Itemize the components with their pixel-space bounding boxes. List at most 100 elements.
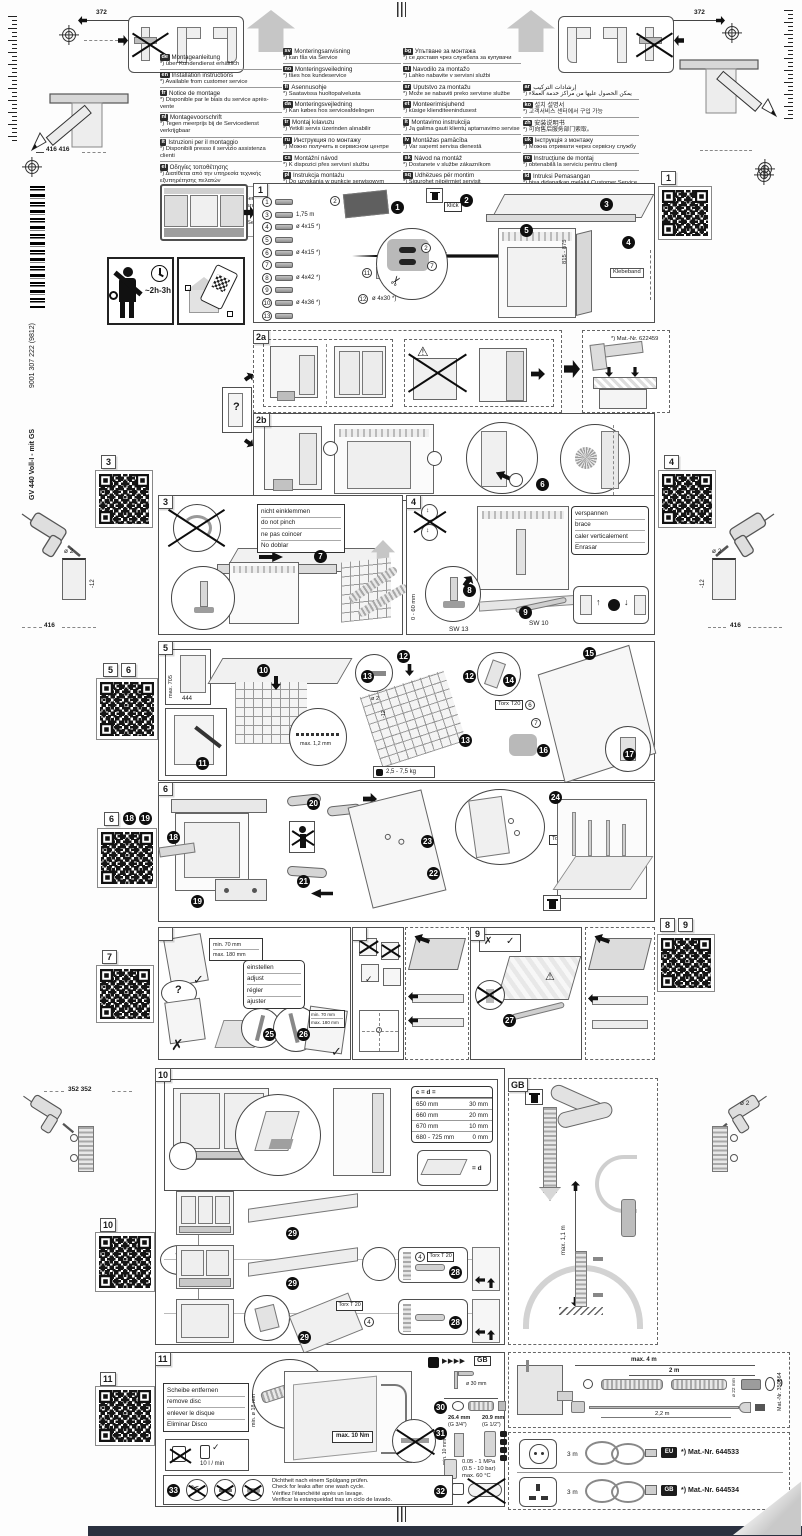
- language-note: *) 고객서비스 센터에서 구입 가능: [523, 108, 603, 115]
- language-note: *) Можно получить в сервисном центре: [283, 143, 389, 150]
- art-shape: [458, 1371, 474, 1376]
- step-badge: 12: [463, 670, 476, 683]
- art-shape: [99, 1236, 151, 1288]
- max-total-length: max. 4 m: [631, 1357, 657, 1363]
- check-icon: ✓: [193, 972, 204, 987]
- note-line: verspannen: [575, 509, 608, 517]
- section-label: 10: [155, 1068, 172, 1082]
- art-shape: [164, 188, 244, 194]
- qr-section-label: 6: [104, 812, 119, 826]
- language-title: Instrukcja montażu: [292, 172, 345, 180]
- language-note: *) Disponibili presso il servizio assist…: [160, 146, 266, 160]
- torx-label: Torx T20: [495, 700, 524, 710]
- gb-marker: GB: [474, 1356, 491, 1366]
- step-badge: 4: [622, 236, 635, 249]
- dimension-352: 352 352: [68, 1086, 92, 1093]
- art-shape: 4: [415, 1252, 425, 1262]
- art-shape: [215, 1196, 230, 1224]
- crosshair-mark: [725, 26, 739, 40]
- art-shape: [49, 93, 129, 104]
- art-shape: [200, 1445, 210, 1459]
- art-shape: [21, 513, 33, 522]
- part-number: 7: [262, 260, 272, 271]
- tape-label: Klebeband: [610, 268, 644, 278]
- no-dowel-callout: [475, 980, 505, 1010]
- step-badge: 25: [263, 1028, 276, 1041]
- offset: 10 mm: [469, 1122, 488, 1130]
- art-shape: [99, 1236, 112, 1249]
- registration-marks-bottom: [397, 1506, 406, 1522]
- art-shape: [482, 511, 564, 519]
- part-number: 9: [262, 285, 272, 296]
- art-shape: [549, 901, 556, 909]
- art-shape: [384, 833, 392, 841]
- art-shape: [763, 513, 775, 522]
- art-shape: [506, 351, 524, 401]
- art-shape: [662, 190, 708, 236]
- art-shape: [359, 1010, 399, 1052]
- niche-height: 650 mm: [416, 1100, 439, 1108]
- art-shape: [299, 433, 317, 485]
- art-shape: [86, 20, 130, 21]
- art-shape: [227, 27, 237, 63]
- qr-section-label: 7: [102, 950, 117, 964]
- drill-icon: [706, 512, 778, 581]
- art-shape: ✗: [484, 936, 493, 947]
- part-icon: [275, 199, 293, 206]
- art-shape: [408, 1016, 418, 1025]
- language-code-badge: de: [160, 54, 170, 61]
- art-shape: [137, 969, 150, 982]
- art-shape: [580, 595, 592, 615]
- step-badge: 13: [361, 670, 374, 683]
- art-shape: [99, 1275, 112, 1288]
- part-number: 2: [421, 243, 431, 253]
- art-shape: [674, 35, 684, 46]
- section-label: 11: [155, 1352, 171, 1366]
- art-shape: [100, 969, 113, 982]
- drain-hose: [601, 1379, 663, 1390]
- section-label: 9: [470, 927, 485, 941]
- foot-detail-callout: [171, 566, 235, 630]
- installer-icon: [123, 267, 133, 277]
- art-shape: [252, 888, 257, 893]
- art-shape: [526, 1360, 529, 1372]
- section-label: 5: [158, 641, 173, 655]
- part-number: 5: [262, 235, 272, 246]
- part-spec: ø 4x30 *): [372, 296, 397, 302]
- screwdriver-icon: [511, 1001, 565, 1021]
- part-spec: ø 4x42 *): [296, 274, 321, 281]
- leak-line: Check for leaks after one wash cycle.: [272, 1484, 365, 1491]
- art-shape: [190, 195, 218, 227]
- art-shape: ↓: [624, 597, 629, 607]
- art-shape: [477, 982, 503, 1008]
- language-note: *) fåes hos kundeservice: [283, 72, 347, 79]
- registration-marks-top: [397, 2, 406, 17]
- art-shape: [508, 818, 514, 824]
- art-shape: [487, 1278, 495, 1288]
- drill-icon: [21, 512, 81, 558]
- dimension-372-right: 372: [694, 9, 705, 16]
- art-shape: [259, 552, 283, 562]
- art-shape: [70, 1134, 78, 1142]
- language-title: Montaj kılavuzu: [292, 119, 335, 127]
- crosshair-mark: [757, 168, 771, 182]
- part-number: 12: [358, 294, 368, 304]
- foot-range: 0 - 60 mm: [411, 593, 417, 620]
- art-shape: [450, 577, 458, 601]
- section-label: 3: [158, 495, 173, 509]
- no-cutting-callout: [392, 1419, 436, 1463]
- coupler: [468, 1401, 494, 1411]
- art-shape: ✓: [506, 936, 515, 947]
- art-shape: [593, 1257, 603, 1261]
- door-weight-box: 2,5 - 7,5 kg: [373, 766, 435, 778]
- part-icon: [275, 274, 293, 281]
- language-title: Monteringsanvisning: [294, 48, 351, 55]
- art-shape: [339, 429, 429, 437]
- art-shape: [381, 1384, 407, 1454]
- art-shape: [427, 451, 442, 466]
